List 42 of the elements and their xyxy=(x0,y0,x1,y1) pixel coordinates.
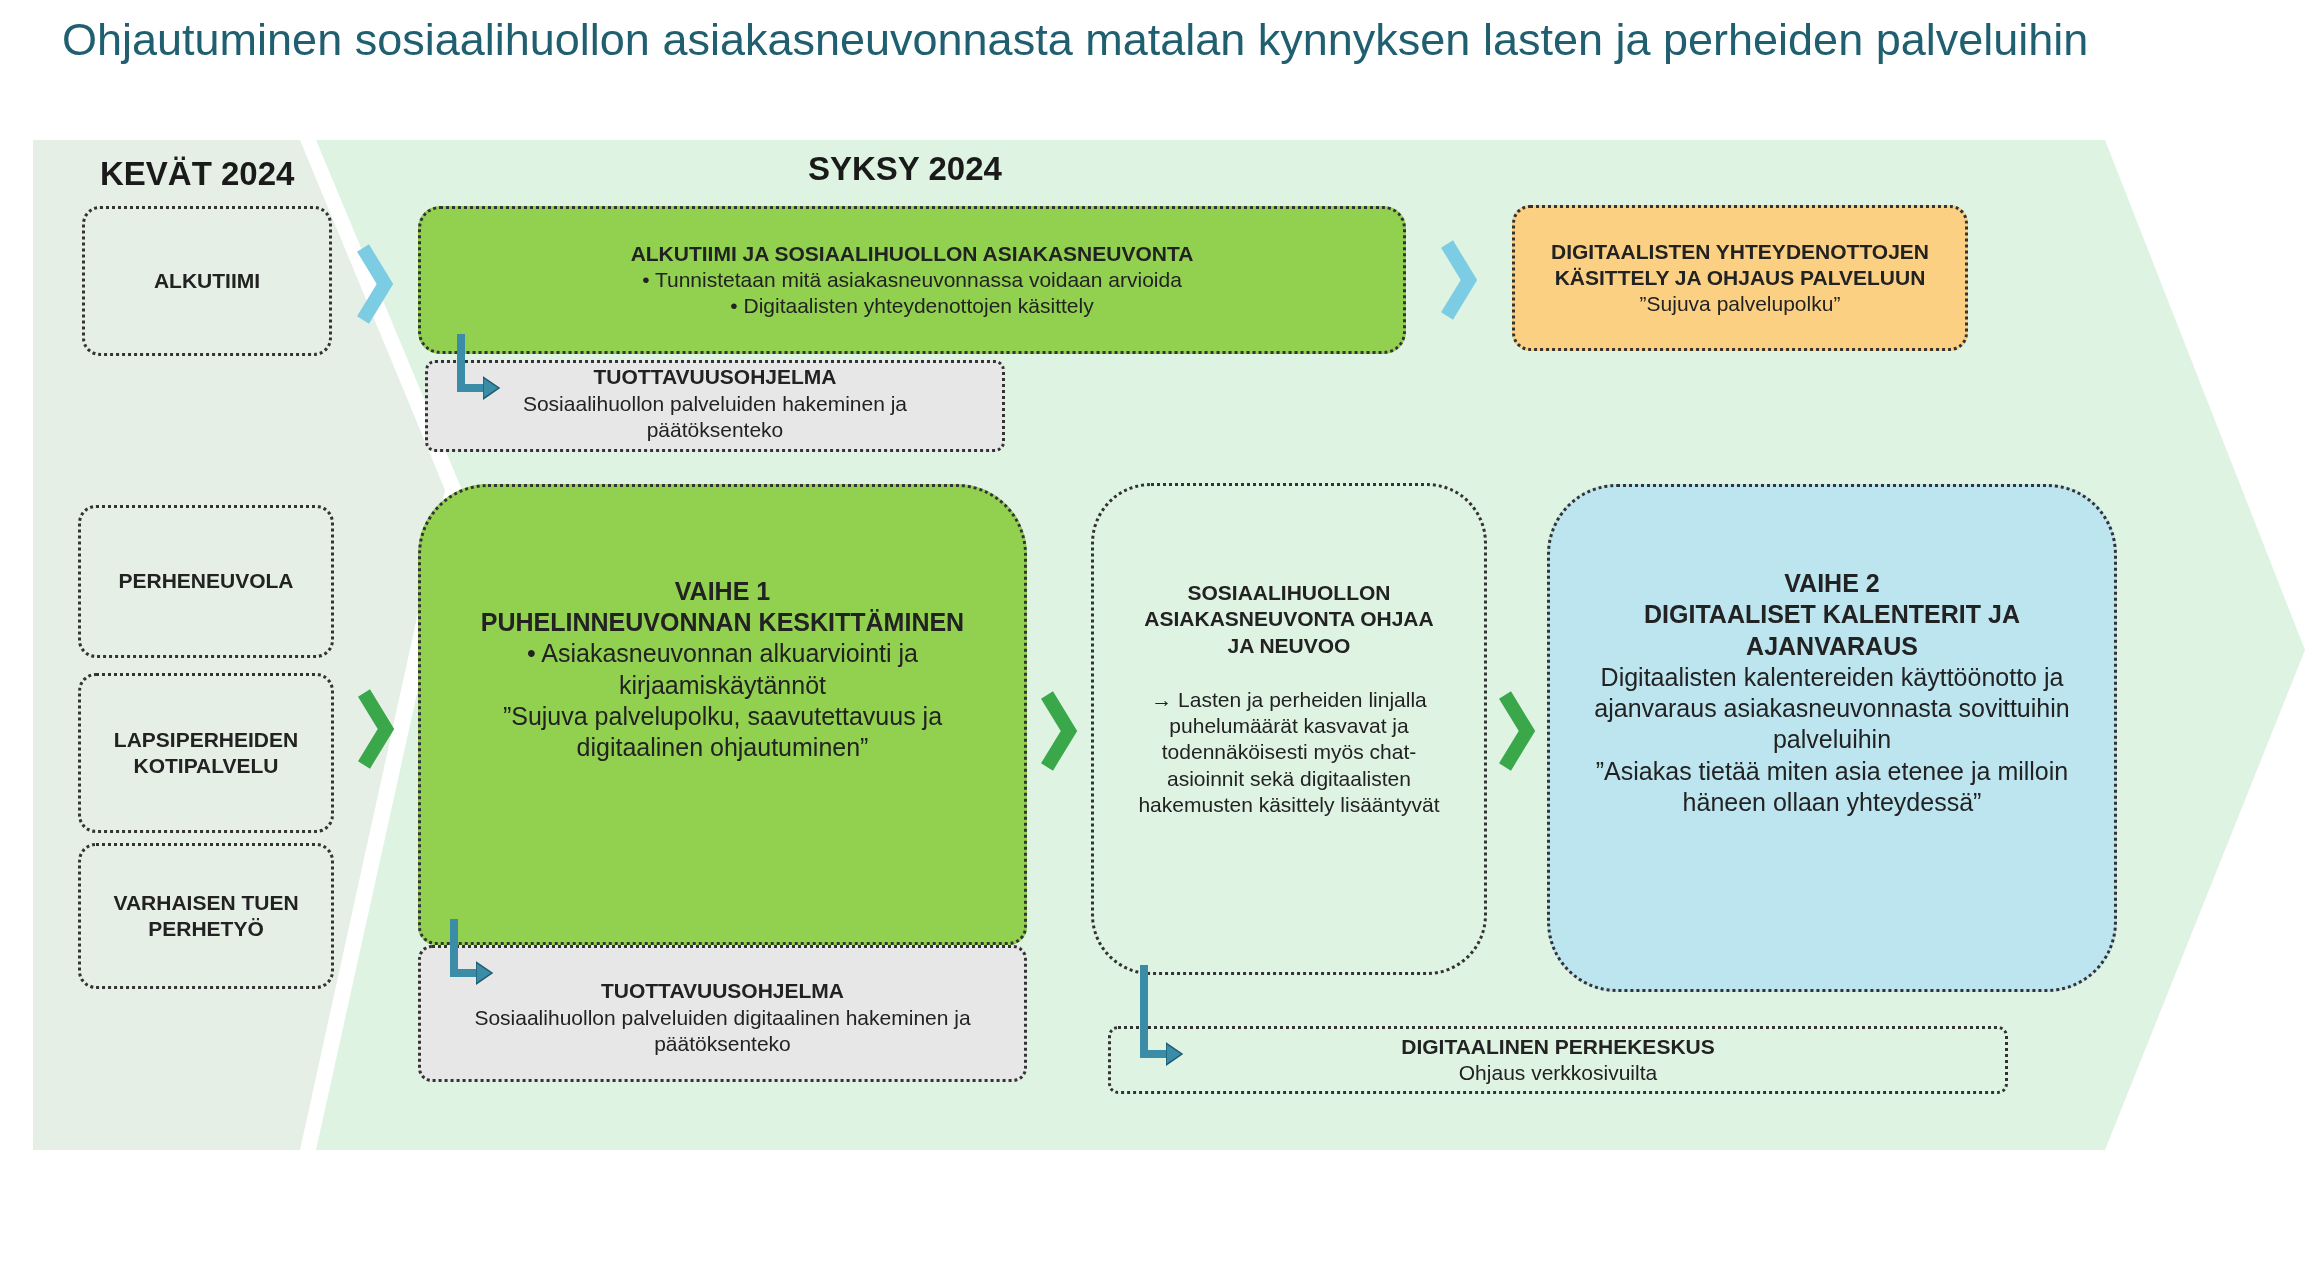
bent-arrow xyxy=(457,334,500,400)
box-text: → Lasten ja perheiden linjalla puhelumäärät kasvavat ja todennäköisesti myös chat-asioinnit sekä digitaalisten hakemusten käsittely lisääntyvät xyxy=(1138,686,1440,818)
box-text: Ohjaus verkkosivuilta xyxy=(1458,1060,1658,1086)
box-heading: SOSIAALIHUOLLON ASIAKASNEUVONTA OHJAA JA NEUVOO xyxy=(1143,580,1435,659)
process-box xyxy=(418,206,1406,354)
box-text: ”Sujuva palvelupolku, saavutettavuus ja digitaalinen ohjautuminen” xyxy=(501,700,944,763)
box-text: Sosiaalihuollon palveluiden hakeminen ja päätöksenteko xyxy=(521,390,909,443)
process-box xyxy=(425,360,1005,452)
bullet-item: • Asiakasneuvonnan alkuarviointi ja kirjaamiskäytännöt xyxy=(526,638,919,701)
process-box xyxy=(78,843,334,989)
box-heading: PERHENEUVOLA xyxy=(118,568,294,595)
box-heading: TUOTTAVUUSOHJELMA xyxy=(600,978,845,1005)
box-heading: VAIHE 2 xyxy=(1784,568,1880,599)
process-box xyxy=(418,945,1027,1082)
box-heading: ALKUTIIMI xyxy=(153,267,261,294)
process-box xyxy=(82,206,332,356)
box-heading: PUHELINNEUVONNAN KESKITTÄMINEN xyxy=(480,607,965,638)
box-text: Digitaalisten kalentereiden käyttöönotto ja ajanvaraus asiakasneuvonnasta sovittuihin palveluihin xyxy=(1593,661,2071,756)
bent-arrow xyxy=(450,919,493,985)
bullet-item: • Tunnistetaan mitä asiakasneuvonnassa voidaan arvioida xyxy=(642,266,1182,293)
section-heading: SYKSY 2024 xyxy=(808,150,1002,188)
box-heading: TUOTTAVUUSOHJELMA xyxy=(593,364,837,391)
box-heading: VAIHE 1 xyxy=(674,575,771,607)
box-heading: DIGITAALISET KALENTERIT JA AJANVARAUS xyxy=(1643,599,2021,662)
box-heading: VARHAISEN TUEN PERHETYÖ xyxy=(112,889,300,942)
box-heading: DIGITAALISTEN YHTEYDENOTTOJEN KÄSITTELY JA OHJAUS PALVELUUN xyxy=(1549,238,1930,291)
box-heading: ALKUTIIMI JA SOSIAALIHUOLLON ASIAKASNEUVONTA xyxy=(630,240,1194,267)
box-text: Sosiaalihuollon palveluiden digitaalinen hakeminen ja päätöksenteko xyxy=(473,1004,972,1057)
box-text: ”Sujuva palvelupolku” xyxy=(1639,291,1841,318)
box-text: ”Asiakas tietää miten asia etenee ja milloin häneen ollaan yhteydessä” xyxy=(1594,755,2070,818)
box-heading: DIGITAALINEN PERHEKESKUS xyxy=(1401,1033,1715,1060)
process-box xyxy=(78,505,334,658)
process-box xyxy=(418,484,1027,945)
section-heading: KEVÄT 2024 xyxy=(100,155,295,193)
diagram-title: Ohjautuminen sosiaalihuollon asiakasneuvonnasta matalan kynnyksen lasten ja perheiden palveluihin xyxy=(62,14,2089,66)
process-box xyxy=(78,673,334,833)
process-box xyxy=(1091,483,1487,975)
process-box xyxy=(1108,1026,2008,1094)
box-heading: LAPSIPERHEIDEN KOTIPALVELU xyxy=(112,726,300,779)
process-box xyxy=(1512,205,1968,351)
process-box xyxy=(1547,484,2117,992)
bullet-item: • Digitaalisten yhteydenottojen käsittely xyxy=(730,293,1094,320)
